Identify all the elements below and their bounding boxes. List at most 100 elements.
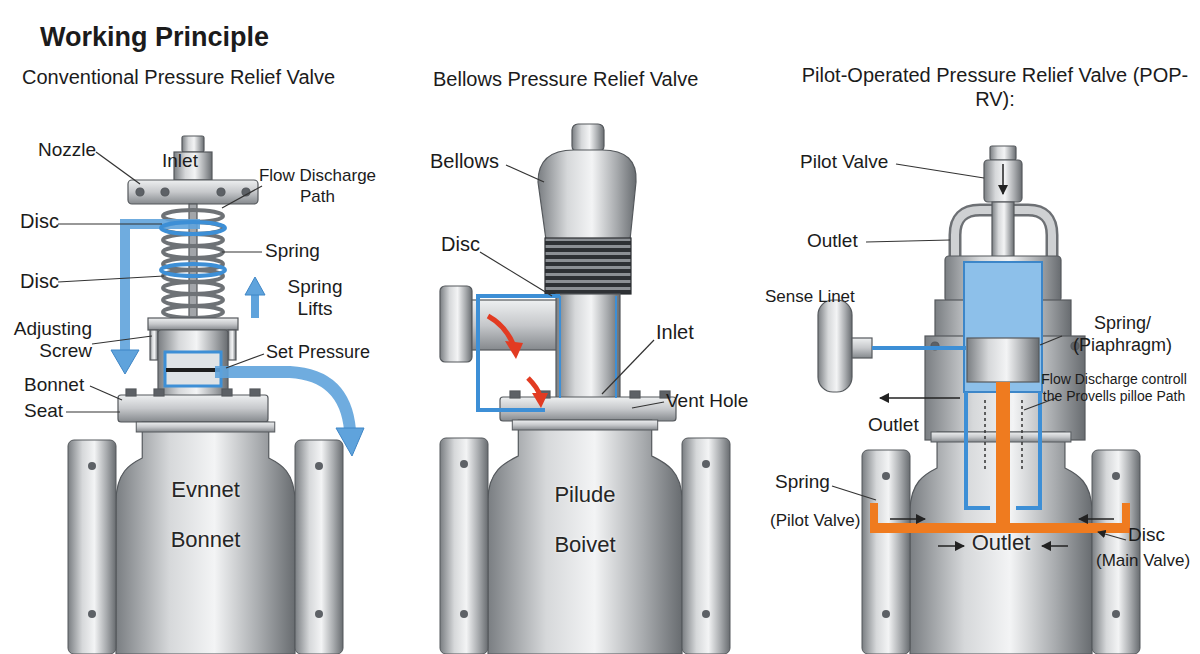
part-label: Nozzle xyxy=(38,139,96,161)
adjusting-screw xyxy=(150,330,158,360)
leader-line xyxy=(226,354,264,368)
pipe-flange xyxy=(68,440,116,654)
pilot-flow-arrow xyxy=(1002,164,1004,194)
leader-line xyxy=(92,336,152,344)
panel-heading: Pilot-Operated Pressure Relief Valve (PO… xyxy=(792,63,1198,111)
bolt xyxy=(136,188,144,196)
sense-line xyxy=(872,346,966,350)
dome-chamber xyxy=(964,262,1042,392)
arrow-head xyxy=(245,277,265,295)
spring-coil xyxy=(163,294,223,306)
leader-line xyxy=(866,240,950,242)
leader-line xyxy=(96,152,140,184)
body-text: Boivet xyxy=(440,532,730,558)
flange-bolt xyxy=(882,610,890,618)
bolt xyxy=(161,188,169,196)
bonnet-flange xyxy=(118,395,268,422)
part-label: Disc xyxy=(20,270,59,293)
bolt xyxy=(931,342,939,350)
leader-line xyxy=(632,402,664,408)
body-text: Evnnet xyxy=(68,477,343,503)
pilot-neck xyxy=(992,202,1014,260)
outlet-arrow xyxy=(1042,545,1068,547)
outlet-arrow xyxy=(890,518,925,520)
conventional-valve xyxy=(118,136,268,422)
part-label: Disc xyxy=(441,233,480,256)
inlet-nut xyxy=(182,136,204,152)
valve-body: PiludeBoivet xyxy=(440,420,730,654)
seat-chamber xyxy=(165,352,221,386)
body-text: Bonnet xyxy=(68,527,343,553)
flow-arrow xyxy=(111,222,364,456)
valve-body: EvnnetBonnet xyxy=(68,422,343,654)
valve-neck xyxy=(556,294,620,398)
outlet-arrow xyxy=(880,397,960,399)
bellows-housing xyxy=(538,150,636,240)
leader-line xyxy=(896,164,984,178)
leader-line xyxy=(506,165,544,182)
pilot-tube xyxy=(955,210,1052,300)
spring-coil xyxy=(163,306,223,318)
flange-bolt xyxy=(882,472,890,480)
flow-arrow xyxy=(251,292,259,318)
nozzle-plate xyxy=(128,180,258,204)
bolt xyxy=(217,188,225,196)
leader-line xyxy=(832,486,876,500)
part-label: Outlet xyxy=(807,230,858,252)
pipe-flange xyxy=(440,438,488,654)
pipe-flange xyxy=(862,450,910,654)
part-label: Bellows xyxy=(430,150,499,173)
bonnet-flange xyxy=(500,397,676,421)
red-flow-arrow xyxy=(528,378,540,396)
yoke xyxy=(148,318,238,330)
dashed-flow xyxy=(985,400,1022,470)
spring-coil xyxy=(163,222,223,234)
spindle xyxy=(189,204,197,330)
bellows-flow xyxy=(478,296,616,410)
flange-bolt xyxy=(88,610,96,618)
leader-line xyxy=(58,223,162,224)
part-label: Inlet xyxy=(162,150,198,172)
part-label: Spring xyxy=(775,471,830,493)
bolt xyxy=(242,188,250,196)
pilot-nut xyxy=(990,146,1016,160)
spring-coil xyxy=(163,210,223,222)
flange-nut xyxy=(540,391,550,398)
flange-bolt xyxy=(315,610,323,618)
leader-line xyxy=(222,186,262,208)
arrow-head xyxy=(111,350,139,374)
side-flange xyxy=(440,286,472,362)
part-label: Disc xyxy=(20,210,59,233)
flange-bolt xyxy=(702,460,710,468)
orange-flow xyxy=(996,382,1010,526)
spring-coil xyxy=(163,234,223,246)
blue-flow-line xyxy=(966,392,1040,508)
part-label: Outlet xyxy=(868,414,919,436)
pilot-body xyxy=(984,160,1022,202)
part-label: Bonnet xyxy=(24,374,84,396)
flange-nut xyxy=(250,389,260,396)
orange-flow xyxy=(874,503,1126,533)
pipe-flange xyxy=(682,438,730,654)
flange-bolt xyxy=(88,462,96,470)
part-label: Sense Linet xyxy=(765,287,855,307)
part-label: Pilot Valve xyxy=(800,151,888,173)
flange-bolt xyxy=(1112,472,1120,480)
flange-nut xyxy=(154,389,164,396)
part-label: Disc xyxy=(1128,524,1165,546)
leader-line xyxy=(480,252,552,296)
part-label: Seat xyxy=(24,400,63,422)
body-neck-rim xyxy=(512,420,657,430)
part-label: Flow Discharge controll the Provells pil… xyxy=(1030,371,1198,405)
part-label: (Main Valve) xyxy=(1096,551,1190,571)
flange-bolt xyxy=(460,610,468,618)
spring-coil xyxy=(163,210,223,318)
part-label: Spring xyxy=(265,240,320,262)
orange-flow xyxy=(870,523,1130,533)
upper-housing xyxy=(945,256,1061,302)
body-text: Pilude xyxy=(440,482,730,508)
side-pipe xyxy=(472,300,560,350)
middle-housing xyxy=(935,300,1071,338)
